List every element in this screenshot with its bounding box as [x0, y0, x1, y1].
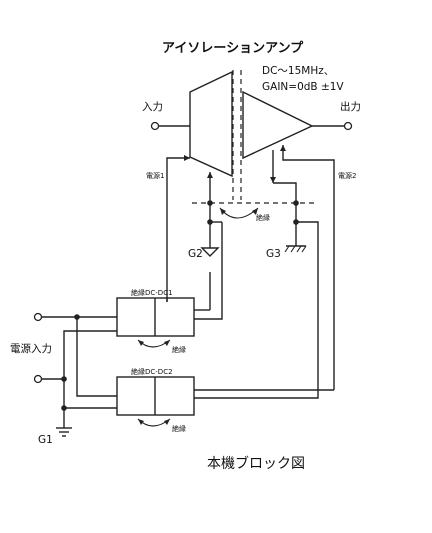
output-label: 出力: [340, 100, 361, 113]
g1-label: G1: [38, 434, 53, 446]
junction-g3-top: [293, 200, 299, 206]
power1-arrowhead: [184, 155, 190, 161]
power-negative-to-dcdc1: [63, 330, 117, 379]
power2-label: 電源2: [338, 171, 356, 180]
power-input-terminal-positive[interactable]: [33, 312, 43, 322]
dcdc2-insulation-arrowhead-left: [138, 419, 144, 425]
spec-line-2: GAIN=0dB ±1V: [262, 81, 344, 93]
g3-ground-hatch-1: [284, 245, 290, 253]
power-negative-to-dcdc2: [63, 379, 117, 409]
diagram-title: アイソレーションアンプ: [162, 41, 304, 56]
power-positive-branch: [76, 317, 117, 397]
output-amplifier-triangle: [242, 90, 314, 160]
ground-insulation-label: 絶縁: [256, 213, 270, 222]
g3-drop-wire: [273, 182, 297, 246]
dcdc2-insulation-label: 絶縁: [172, 424, 186, 433]
g2-label: G2: [188, 248, 203, 260]
dcdc2-return-wire: [194, 221, 319, 399]
dcdc1-insulation-arrowhead-left: [138, 340, 144, 346]
dcdc1-label: 絶縁DC-DC1: [131, 288, 173, 297]
power-input-label: 電源入力: [10, 342, 52, 355]
ground-insulation-arrowhead-left: [220, 208, 226, 215]
diagram-caption: 本機ブロック図: [207, 455, 305, 472]
input-label: 入力: [142, 100, 163, 113]
dcdc1-insulation-arrowhead-right: [164, 340, 170, 346]
g3-ground-hatch-3: [296, 245, 302, 253]
g3-ground-hatch-2: [290, 245, 296, 253]
g2-ground-symbol: [200, 247, 220, 257]
input-terminal[interactable]: [150, 121, 160, 131]
spec-line-1: DC〜15MHz、: [262, 65, 334, 77]
g3-label: G3: [266, 248, 281, 260]
ground-insulation-arrow: [219, 207, 259, 219]
dcdc1-return-wire: [194, 222, 223, 320]
g3-ground-hatch-4: [301, 245, 307, 253]
dcdc2-insulation-arrowhead-right: [164, 419, 170, 425]
input-ground-arrowhead: [207, 172, 213, 178]
output-terminal[interactable]: [343, 121, 353, 131]
power1-label: 電源1: [146, 171, 164, 180]
power2-feed-wire: [282, 145, 335, 390]
input-stage-block: [189, 70, 233, 178]
dcdc1-insulation-label: 絶縁: [172, 345, 186, 354]
power-input-terminal-negative[interactable]: [33, 374, 43, 384]
ground-insulation-arrowhead-right: [252, 208, 258, 215]
amp-ground-arrowhead: [270, 177, 276, 183]
power1-feed-wire: [166, 157, 190, 302]
power2-arrowhead: [280, 145, 286, 151]
dcdc2-label: 絶縁DC-DC2: [131, 367, 173, 376]
junction-g2-top: [207, 200, 213, 206]
